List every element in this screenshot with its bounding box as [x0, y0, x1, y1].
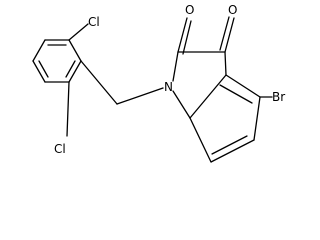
bond	[116, 87, 164, 105]
nitrogen-label: N	[164, 80, 173, 94]
chlorine-label-top: Cl	[88, 15, 100, 29]
molecule-structure: Cl Cl O O N Br	[32, 3, 285, 163]
bond	[219, 84, 253, 104]
bond	[224, 17, 235, 53]
bond	[211, 135, 248, 155]
bond	[253, 96, 261, 141]
bond	[219, 16, 230, 51]
bond	[68, 60, 82, 83]
bond	[80, 60, 118, 105]
bond	[65, 60, 76, 78]
bond	[172, 90, 191, 119]
bond	[68, 23, 89, 41]
oxygen-label-left: O	[185, 3, 194, 17]
benzo-ring	[189, 74, 261, 163]
oxygen-label-right: O	[228, 3, 237, 17]
bond	[38, 60, 49, 78]
methylene-linker	[80, 60, 164, 105]
bromine-label: Br	[272, 90, 285, 104]
bond	[182, 20, 192, 55]
carbonyl-groups	[177, 16, 235, 55]
bond	[224, 51, 227, 76]
chlorine-substituents	[66, 23, 89, 137]
bond	[225, 74, 261, 98]
atom-labels: Cl Cl O O N Br	[54, 3, 285, 156]
bond	[32, 60, 46, 83]
bond	[32, 39, 46, 62]
structure-canvas: Cl Cl O O N Br	[32, 3, 285, 163]
bond	[210, 139, 255, 163]
isatin-five-membered-ring	[172, 51, 227, 119]
bond	[189, 117, 212, 163]
bond	[189, 74, 227, 119]
bond	[66, 81, 70, 137]
bond	[177, 17, 188, 53]
bond	[68, 39, 82, 62]
dichlorophenyl-ring	[32, 39, 82, 83]
bond	[172, 51, 179, 82]
chlorine-label-bottom: Cl	[54, 142, 66, 156]
